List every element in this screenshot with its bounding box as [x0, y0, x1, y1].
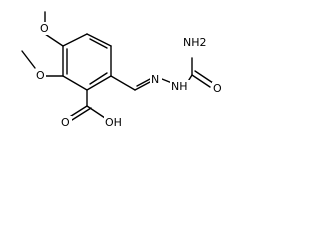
bond: [110, 75, 136, 91]
bond: [21, 50, 36, 69]
bond: [191, 74, 211, 88]
ring-double-bond: [89, 72, 108, 85]
ring-bond: [86, 75, 112, 91]
oxygen-label: O: [40, 22, 49, 35]
bond: [134, 81, 151, 91]
oxygen-label: O: [36, 69, 45, 82]
ring-bond: [62, 33, 88, 47]
oxygen-label: O: [61, 116, 70, 129]
semicarbazone-chain: N NH NH2 O: [110, 36, 224, 95]
structural-formula: O O O OH N NH NH2 O: [21, 11, 224, 129]
ring-bond: [86, 33, 112, 47]
hydroxyl-label: OH: [105, 116, 122, 129]
oxygen-label: O: [213, 82, 222, 95]
bond: [71, 107, 92, 121]
bond: [194, 70, 214, 84]
bond: [136, 77, 153, 87]
methoxy-group-top: O: [39, 11, 64, 47]
nitrogen-label: N: [151, 73, 159, 86]
bond: [86, 105, 106, 119]
ring-double-bond: [89, 38, 108, 49]
methoxy-group-left: O: [21, 50, 64, 82]
benzene-ring: [62, 33, 112, 91]
bond: [44, 33, 64, 47]
carboxylic-acid-group: O OH: [60, 89, 126, 129]
ring-bond: [62, 75, 88, 91]
nh-label: NH: [171, 80, 188, 93]
amine-label: NH2: [183, 36, 207, 49]
